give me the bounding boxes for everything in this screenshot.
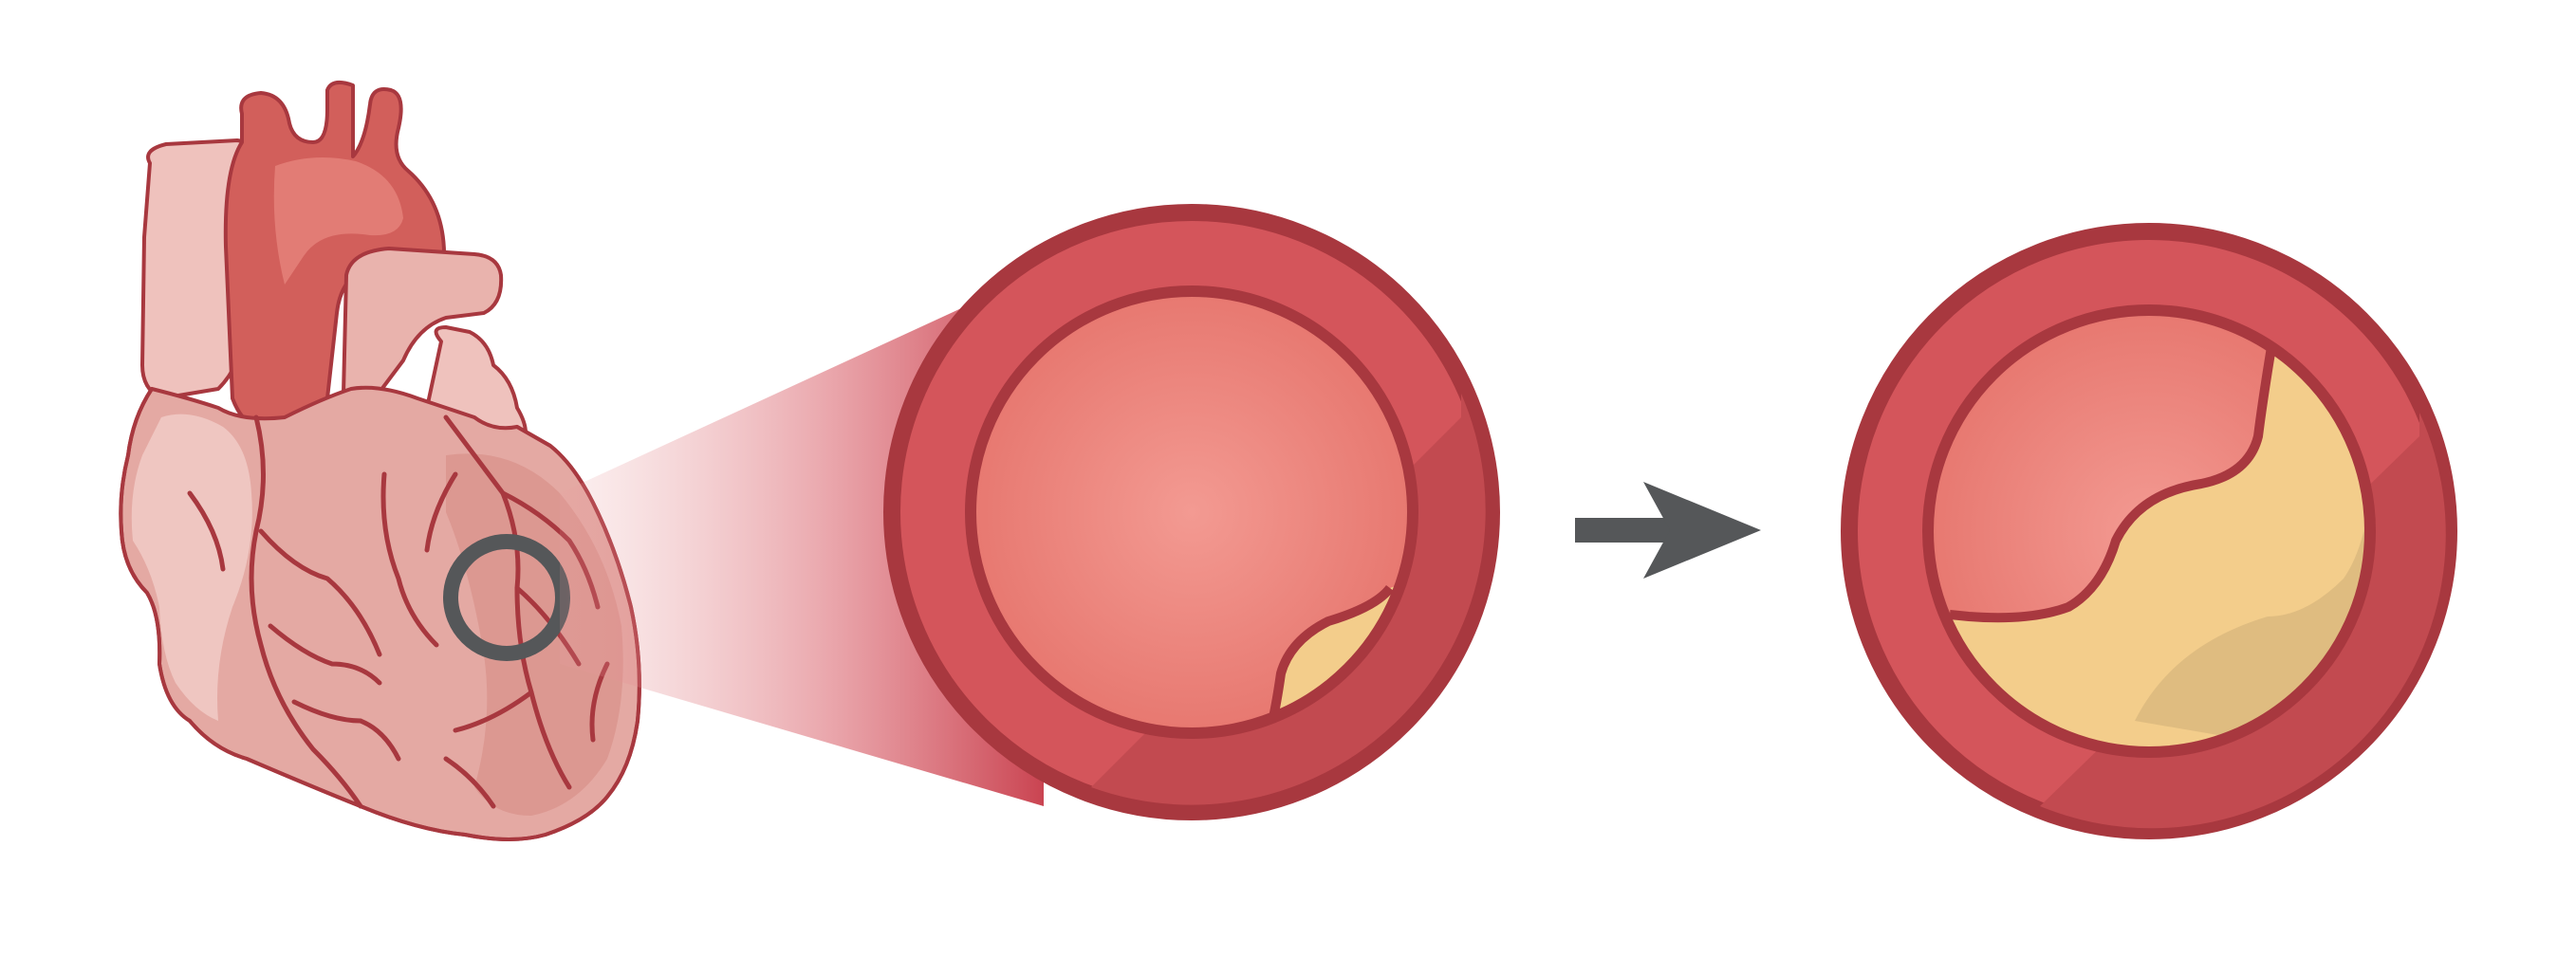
arrow-right-icon [1575, 482, 1761, 579]
plaque-shadow [2135, 398, 2370, 752]
aorta-highlight [273, 157, 403, 285]
lumen-outline [965, 285, 1418, 739]
right-ventricle [131, 414, 252, 721]
lumen [971, 291, 1413, 733]
lumen-outline [1922, 304, 2376, 758]
heart-illustration [119, 80, 641, 841]
artery-advanced-plaque [1841, 223, 2457, 839]
plaque-edge [1949, 340, 2277, 623]
artery-early-plaque [883, 204, 1500, 820]
plaque-edge [1267, 584, 1394, 727]
